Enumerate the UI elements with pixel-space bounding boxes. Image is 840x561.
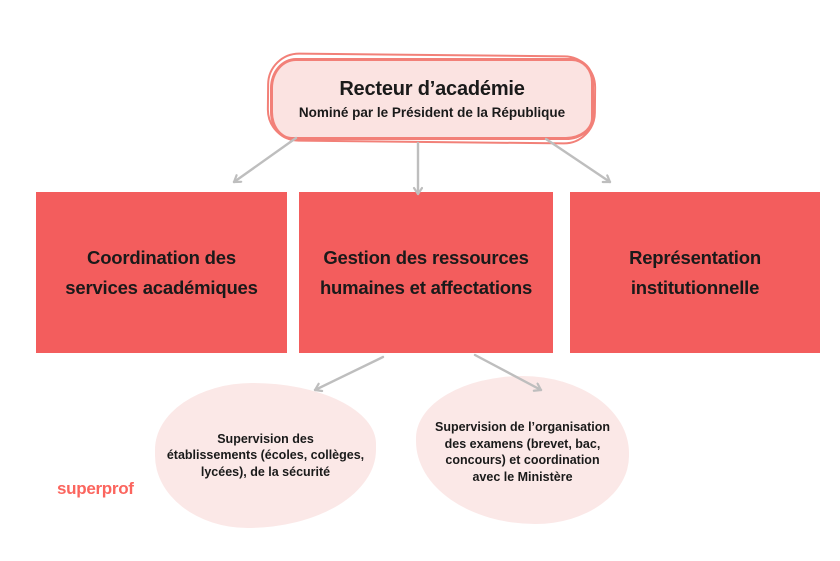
- branch-node-representation: Représentation institutionnelle: [570, 192, 820, 353]
- arrow-root-to-representation: [544, 137, 612, 184]
- branch-node-coordination-services: Coordination des services académiques: [36, 192, 287, 353]
- leaf-label-line: avec le Ministère: [472, 469, 573, 484]
- branch-label-line: institutionnelle: [630, 276, 760, 298]
- leaf-label-line: lycées), de la sécurité: [200, 464, 331, 479]
- branch-label-line: Gestion des ressources: [323, 246, 529, 268]
- branch-label-line: Représentation: [629, 246, 761, 268]
- superprof-logo: superprof: [57, 479, 134, 498]
- branch-label-line: humaines et affectations: [319, 276, 533, 298]
- branch-label-line: services académiques: [65, 276, 258, 298]
- branch-node-gestion-rh: Gestion des ressources humaines et affec…: [299, 192, 553, 353]
- leaf-label-line: des examens (brevet, bac,: [444, 436, 601, 451]
- root-node-recteur: Recteur d’académie Nominé par le Préside…: [270, 58, 594, 140]
- leaf-label-line: Supervision de l’organisation: [434, 420, 611, 434]
- leaf-node-supervision-examens: Supervision de l’organisation des examen…: [416, 376, 629, 524]
- leaf-label-line: établissements (écoles, collèges,: [166, 448, 365, 463]
- root-node-title: Recteur d’académie: [339, 78, 525, 100]
- arrow-root-to-coordination: [232, 136, 298, 184]
- leaf-label-line: concours) et coordination: [445, 453, 600, 467]
- branch-label-line: Coordination des: [87, 246, 236, 268]
- leaf-node-supervision-etablissements: Supervision des établissements (écoles, …: [155, 383, 376, 528]
- root-node-subtitle: Nominé par le Président de la République: [298, 105, 566, 120]
- leaf-label-line: Supervision des: [217, 431, 314, 446]
- arrow-gestion-to-etablissements: [313, 355, 385, 390]
